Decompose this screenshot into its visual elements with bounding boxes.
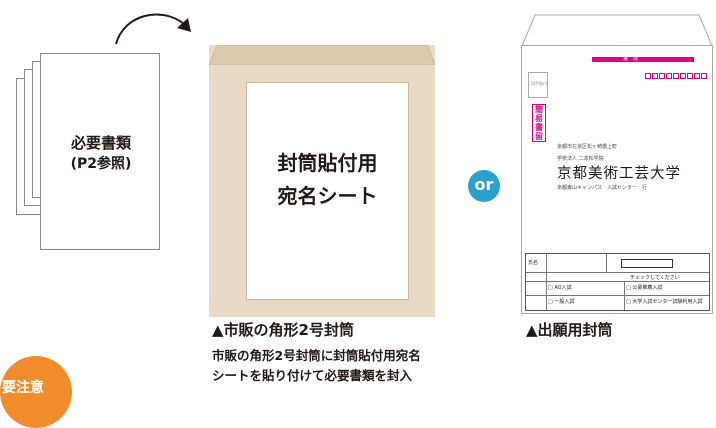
campus-line: 京都東山キャンパス 入試センター 行 xyxy=(557,185,648,191)
description-line1: 市販の角形2号封筒に封筒貼付用宛名 xyxy=(212,348,421,363)
form-option-center: □ 大学入試センター試験利用入試 xyxy=(626,299,703,305)
form-check-note: チェックしてください xyxy=(630,275,680,281)
form-option-ao: □ AO入試 xyxy=(548,285,572,291)
official-envelope-flap xyxy=(521,14,713,47)
stamp-box xyxy=(528,72,548,98)
address-sheet-line1: 封筒貼付用 xyxy=(277,151,378,175)
form-name-label: 氏名 xyxy=(528,260,539,266)
express-band xyxy=(592,57,694,62)
application-form-area xyxy=(525,253,710,311)
address-small: 京都市左京区松ヶ崎橋上町 xyxy=(557,144,618,150)
postal-code-boxes xyxy=(645,73,708,79)
curved-arrow-icon xyxy=(115,13,191,45)
document-sheet xyxy=(40,53,160,250)
kraft-envelope-caption: ▲市販の角形2号封筒 xyxy=(212,321,354,339)
stamp-label: 切手貼付 xyxy=(531,81,547,86)
documents-label-line2: (P2参照) xyxy=(70,156,132,172)
kraft-envelope-description: 市販の角形2号封筒に封筒貼付用宛名 シートを貼り付けて必要書類を封入 xyxy=(212,346,421,386)
address-sheet-label: 封筒貼付用 宛名シート xyxy=(246,147,409,213)
official-envelope xyxy=(521,45,713,314)
school-corp: 学校法人 二本松学院 xyxy=(557,156,604,162)
documents-label-line1: 必要書類 xyxy=(70,134,131,152)
documents-label: 必要書類 (P2参照) xyxy=(49,133,153,175)
official-envelope-caption: ▲出願用封筒 xyxy=(526,321,613,339)
description-line2: シートを貼り付けて必要書類を封入 xyxy=(212,368,413,383)
express-band-label: 速 達 xyxy=(623,56,639,62)
envelope-flap xyxy=(209,45,435,65)
address-sheet xyxy=(246,82,409,300)
form-option-ippan: □ 一般入試 xyxy=(548,299,575,305)
form-option-koubo: □ 公募推薦入試 xyxy=(626,285,663,291)
warning-badge-label: 要注意 xyxy=(2,380,44,396)
address-sheet-line2: 宛名シート xyxy=(277,184,378,208)
or-badge: or xyxy=(468,170,500,202)
registered-mail-tag: 簡易書留 xyxy=(532,104,546,142)
university-name: 京都美術工芸大学 xyxy=(557,166,681,182)
